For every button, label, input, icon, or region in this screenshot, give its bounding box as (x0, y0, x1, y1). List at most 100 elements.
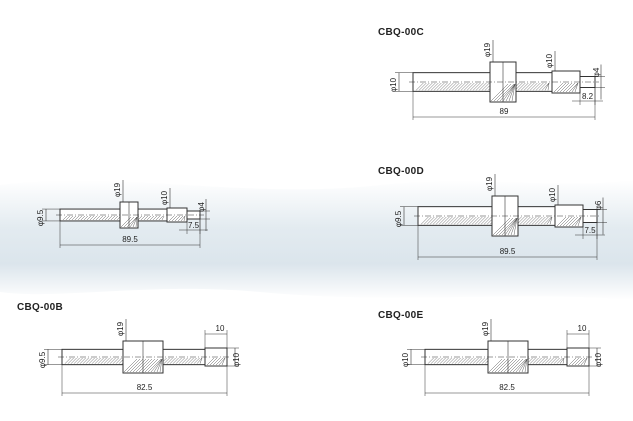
drawing-line (574, 82, 579, 93)
drawing-line (152, 215, 158, 221)
dim-tip-length: 7.5 (188, 221, 200, 230)
drawing-line (433, 82, 442, 91)
drawing-line (583, 357, 588, 366)
drawing-line (580, 357, 588, 366)
drawing-line (89, 215, 95, 221)
drawing-line (493, 83, 512, 102)
dim-right-diameter: φ10 (545, 53, 554, 68)
drawing-line (100, 357, 107, 364)
drawing-line (143, 215, 149, 221)
drawing-line (501, 217, 518, 236)
drawing-line (420, 216, 429, 225)
drawing-line (424, 82, 433, 91)
drawing-line (221, 357, 226, 366)
drawing-line (144, 358, 159, 373)
drawing-line (218, 357, 226, 366)
drawing-line (466, 357, 473, 364)
dim-tip-diameter: φ4 (197, 202, 206, 212)
dim-tip-length: 8.2 (582, 92, 594, 101)
drawing-line (506, 358, 521, 373)
drawing-line (101, 215, 107, 221)
drawing-line (498, 217, 517, 236)
drawing-line (478, 82, 487, 91)
drawing-line (460, 357, 467, 364)
drawing-line (565, 82, 576, 93)
drawing-line (450, 216, 459, 225)
drawing-line (184, 357, 191, 364)
drawing-line (463, 357, 470, 364)
drawing-line (478, 357, 485, 364)
drawing-line (433, 357, 440, 364)
drawing-line (70, 357, 77, 364)
drawing-line (415, 82, 424, 91)
drawing-line (544, 357, 551, 364)
drawing-line (466, 82, 475, 91)
drawing-line (543, 216, 552, 225)
drawing-line (97, 357, 104, 364)
drawing-line (423, 216, 432, 225)
drawing-line (468, 216, 477, 225)
drawing-line (113, 215, 119, 221)
drawing-line (79, 357, 86, 364)
drawing-line (447, 216, 456, 225)
drawing-line (156, 358, 163, 373)
drawing-line (140, 215, 146, 221)
drawing-line (439, 357, 446, 364)
drawing-line (427, 82, 436, 91)
drawing-line (512, 358, 527, 373)
drawing-line (574, 216, 582, 227)
drawing-line (559, 82, 570, 93)
drawing-line (129, 358, 144, 373)
drawing-line (149, 215, 155, 221)
drawing-line (442, 82, 451, 91)
drawing-line (472, 82, 481, 91)
drawing-line (535, 357, 542, 364)
drawing-line (541, 82, 550, 91)
dim-total-length: 89 (500, 107, 509, 116)
drawing-line (559, 357, 565, 364)
dim-right-diameter: φ10 (232, 352, 241, 367)
drawing-line (445, 357, 452, 364)
drawing-line (442, 357, 449, 364)
drawing-line (181, 357, 188, 364)
drawing-line (451, 82, 460, 91)
drawing-line (109, 357, 116, 364)
drawing-line (107, 215, 113, 221)
dim-hub-diameter: φ19 (113, 182, 122, 197)
drawing-line (159, 358, 163, 373)
drawing-line (115, 357, 122, 364)
drawing-line (568, 357, 577, 366)
dim-total-length: 89.5 (122, 235, 138, 244)
drawing-line (529, 357, 536, 364)
drawing-line (187, 357, 194, 364)
drawing-line (538, 82, 547, 91)
drawing-line (490, 83, 509, 102)
drawing-line (571, 216, 582, 227)
drawing-line (147, 358, 162, 373)
drawing-line (469, 82, 478, 91)
drawing-line (212, 357, 221, 366)
drawing-line (496, 83, 515, 102)
drawing-line (418, 82, 427, 91)
drawing-line (541, 357, 548, 364)
drawing-line (453, 216, 462, 225)
drawing-line (525, 216, 534, 225)
drawing-line (454, 357, 461, 364)
drawing-line (421, 82, 430, 91)
drawing-line (456, 216, 465, 225)
drawing-line (98, 215, 104, 221)
drawing-line (465, 216, 474, 225)
drawing-line (556, 357, 563, 364)
drawing-line (534, 216, 543, 225)
drawing-line (169, 357, 176, 364)
drawing-line (562, 357, 565, 364)
drawing-line (513, 217, 518, 236)
drawing-line (532, 357, 539, 364)
drawing-line (526, 82, 535, 91)
drawing-line (439, 82, 448, 91)
dim-total-length: 82.5 (137, 383, 153, 392)
drawing-line (68, 215, 74, 221)
drawing-line (519, 216, 528, 225)
drawing-line (137, 215, 143, 221)
